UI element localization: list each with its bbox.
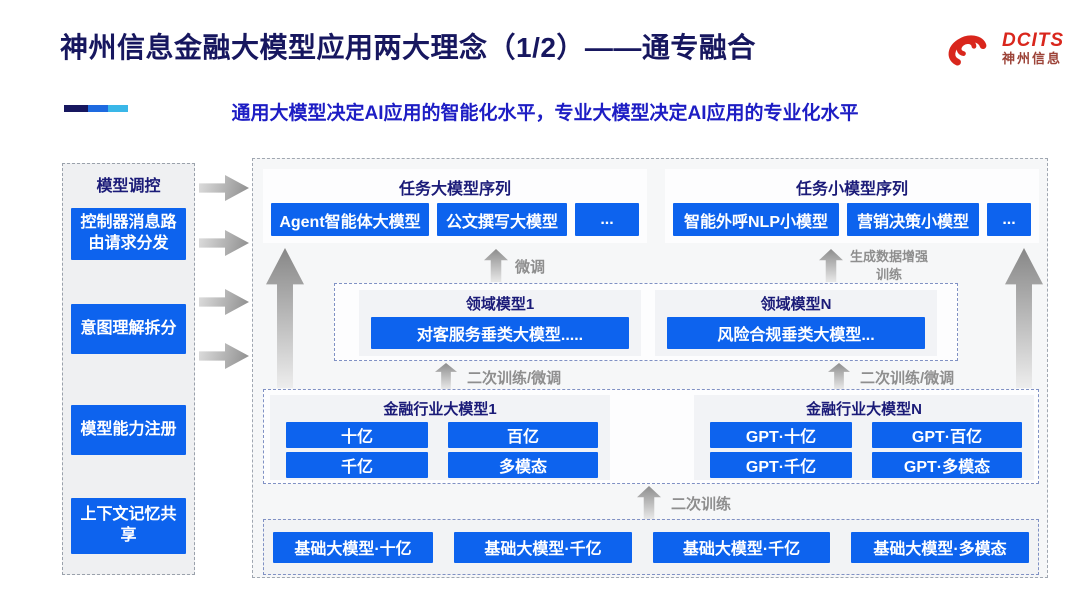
domain-model-1-group: 领域模型1 对客服务垂类大模型..... xyxy=(359,290,641,356)
model-size-box: GPT·千亿 xyxy=(710,452,852,478)
industry-model-n-group: 金融行业大模型N GPT·十亿 GPT·百亿 GPT·千亿 GPT·多模态 xyxy=(694,395,1034,480)
retrain-label: 二次训练 xyxy=(671,496,732,513)
up-arrow-icon xyxy=(484,249,508,282)
model-size-box: GPT·百亿 xyxy=(872,422,1022,448)
dcits-swirl-icon xyxy=(938,22,996,75)
task-small-title: 任务小模型序列 xyxy=(795,181,908,198)
marketing-decision-model-box: 营销决策小模型 xyxy=(847,203,979,236)
generated-data-training-label: 生成数据增强训练 xyxy=(849,249,928,282)
domain-model-n-title: 领域模型N xyxy=(760,296,832,313)
up-arrow-icon xyxy=(266,248,304,388)
logo-brand-cn: 神州信息 xyxy=(1002,50,1063,66)
domain-models-container: 领域模型1 对客服务垂类大模型..... 领域模型N 风险合规垂类大模型... xyxy=(334,283,958,361)
right-arrow-icon xyxy=(199,289,249,315)
dcits-logo: DCITS 神州信息 xyxy=(938,22,1064,75)
domain-model-n-group: 领域模型N 风险合规垂类大模型... xyxy=(655,290,937,356)
sidebar-title: 模型调控 xyxy=(96,178,161,195)
foundation-models-container: 基础大模型·十亿 基础大模型·千亿 基础大模型·千亿 基础大模型·多模态 xyxy=(263,519,1039,575)
model-size-box: GPT·多模态 xyxy=(872,452,1022,478)
subtitle: 通用大模型决定AI应用的智能化水平，专业大模型决定AI应用的专业化水平 xyxy=(231,103,859,124)
right-arrow-icon xyxy=(199,343,249,369)
retrain-finetune-label: 二次训练/微调 xyxy=(860,370,955,387)
more-models-box: ... xyxy=(575,203,639,236)
foundation-model-box: 基础大模型·多模态 xyxy=(851,531,1029,563)
model-size-box: 多模态 xyxy=(448,452,598,478)
industry-model-1-group: 金融行业大模型1 十亿 百亿 千亿 多模态 xyxy=(270,395,610,480)
model-size-box: GPT·十亿 xyxy=(710,422,852,448)
logo-brand-text: DCITS xyxy=(1002,29,1064,51)
up-arrow-icon xyxy=(828,363,850,389)
up-arrow-icon xyxy=(1005,248,1043,388)
accent-segment-cyan xyxy=(108,105,128,112)
foundation-model-box: 基础大模型·千亿 xyxy=(653,531,830,563)
retrain-finetune-label: 二次训练/微调 xyxy=(467,370,562,387)
model-size-box: 千亿 xyxy=(286,452,428,478)
page-title: 神州信息金融大模型应用两大理念（1/2）——通专融合 xyxy=(60,32,756,63)
outbound-nlp-model-box: 智能外呼NLP小模型 xyxy=(673,203,839,236)
risk-compliance-vertical-model-box: 风险合规垂类大模型... xyxy=(667,317,925,349)
up-arrow-icon xyxy=(637,486,661,519)
finetune-label: 微调 xyxy=(515,259,546,276)
right-arrow-icon xyxy=(199,230,249,256)
agent-large-model-box: Agent智能体大模型 xyxy=(271,203,429,236)
accent-segment-blue xyxy=(88,105,108,112)
up-arrow-icon xyxy=(435,363,457,389)
sidebar-item-intent-parsing: 意图理解拆分 xyxy=(71,304,186,354)
task-large-title: 任务大模型序列 xyxy=(398,181,511,198)
model-control-sidebar: 模型调控 控制器消息路由请求分发 意图理解拆分 模型能力注册 上下文记忆共享 xyxy=(62,163,195,575)
domain-model-1-title: 领域模型1 xyxy=(465,296,535,313)
industry-model-1-title: 金融行业大模型1 xyxy=(383,401,497,418)
right-arrow-icon xyxy=(199,175,249,201)
up-arrow-icon xyxy=(819,249,843,282)
model-size-box: 百亿 xyxy=(448,422,598,448)
document-writing-model-box: 公文撰写大模型 xyxy=(437,203,567,236)
industry-model-n-title: 金融行业大模型N xyxy=(806,401,922,418)
title-accent-bar xyxy=(64,105,128,112)
foundation-model-box: 基础大模型·十亿 xyxy=(273,531,433,563)
model-architecture-container: 任务大模型序列 Agent智能体大模型 公文撰写大模型 ... 任务小模型序列 … xyxy=(252,158,1048,578)
model-size-box: 十亿 xyxy=(286,422,428,448)
sidebar-item-controller-routing: 控制器消息路由请求分发 xyxy=(71,208,186,260)
sidebar-item-context-memory: 上下文记忆共享 xyxy=(71,498,186,554)
industry-models-container: 金融行业大模型1 十亿 百亿 千亿 多模态 金融行业大模型N GPT·十亿 GP… xyxy=(263,389,1039,484)
sidebar-item-capability-registry: 模型能力注册 xyxy=(71,405,186,455)
accent-segment-navy xyxy=(64,105,88,112)
task-small-model-group: 任务小模型序列 智能外呼NLP小模型 营销决策小模型 ... xyxy=(665,169,1039,243)
customer-service-vertical-model-box: 对客服务垂类大模型..... xyxy=(371,317,629,349)
task-large-model-group: 任务大模型序列 Agent智能体大模型 公文撰写大模型 ... xyxy=(263,169,647,243)
more-models-box: ... xyxy=(987,203,1031,236)
foundation-model-box: 基础大模型·千亿 xyxy=(454,531,632,563)
